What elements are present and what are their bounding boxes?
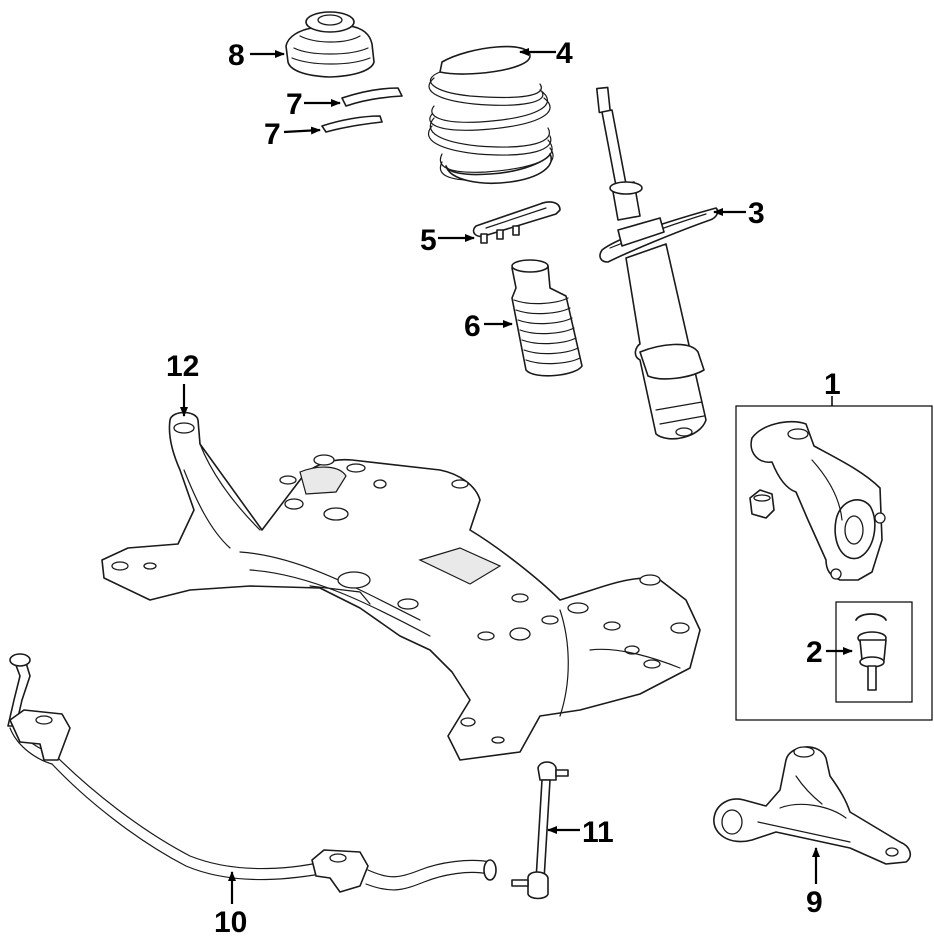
steering-knuckle: [750, 420, 886, 581]
lower-control-arm: [713, 746, 912, 865]
callout-12: 12: [166, 350, 199, 383]
ball-joint: [855, 613, 887, 691]
stabilizer-link: [511, 761, 569, 900]
knuckle-kit-box: [735, 405, 933, 721]
callout-7-lower: 7: [264, 118, 281, 151]
callout-6: 6: [464, 310, 481, 343]
spring-seat-bracket: [472, 201, 561, 244]
callout-10: 10: [214, 906, 247, 939]
callout-1: 1: [824, 368, 841, 401]
coil-spring: [427, 45, 554, 185]
stabilizer-bar: [7, 653, 497, 893]
callout-8: 8: [228, 39, 245, 72]
callout-11: 11: [582, 816, 614, 849]
knuckle-nut: [749, 489, 775, 519]
callout-9: 9: [806, 886, 823, 919]
spring-insulator-upper: [341, 87, 403, 107]
callout-3: 3: [748, 197, 765, 230]
spring-insulator-lower: [321, 115, 383, 133]
callout-4: 4: [556, 37, 573, 70]
callout-2: 2: [806, 636, 823, 669]
callout-5: 5: [420, 224, 437, 257]
strut-assembly: [595, 86, 719, 440]
strut-mount: [285, 11, 375, 78]
front-subframe: [101, 411, 701, 761]
leader-7-lower: [283, 126, 321, 135]
callout-7-upper: 7: [286, 88, 303, 121]
dust-boot: [511, 259, 583, 377]
